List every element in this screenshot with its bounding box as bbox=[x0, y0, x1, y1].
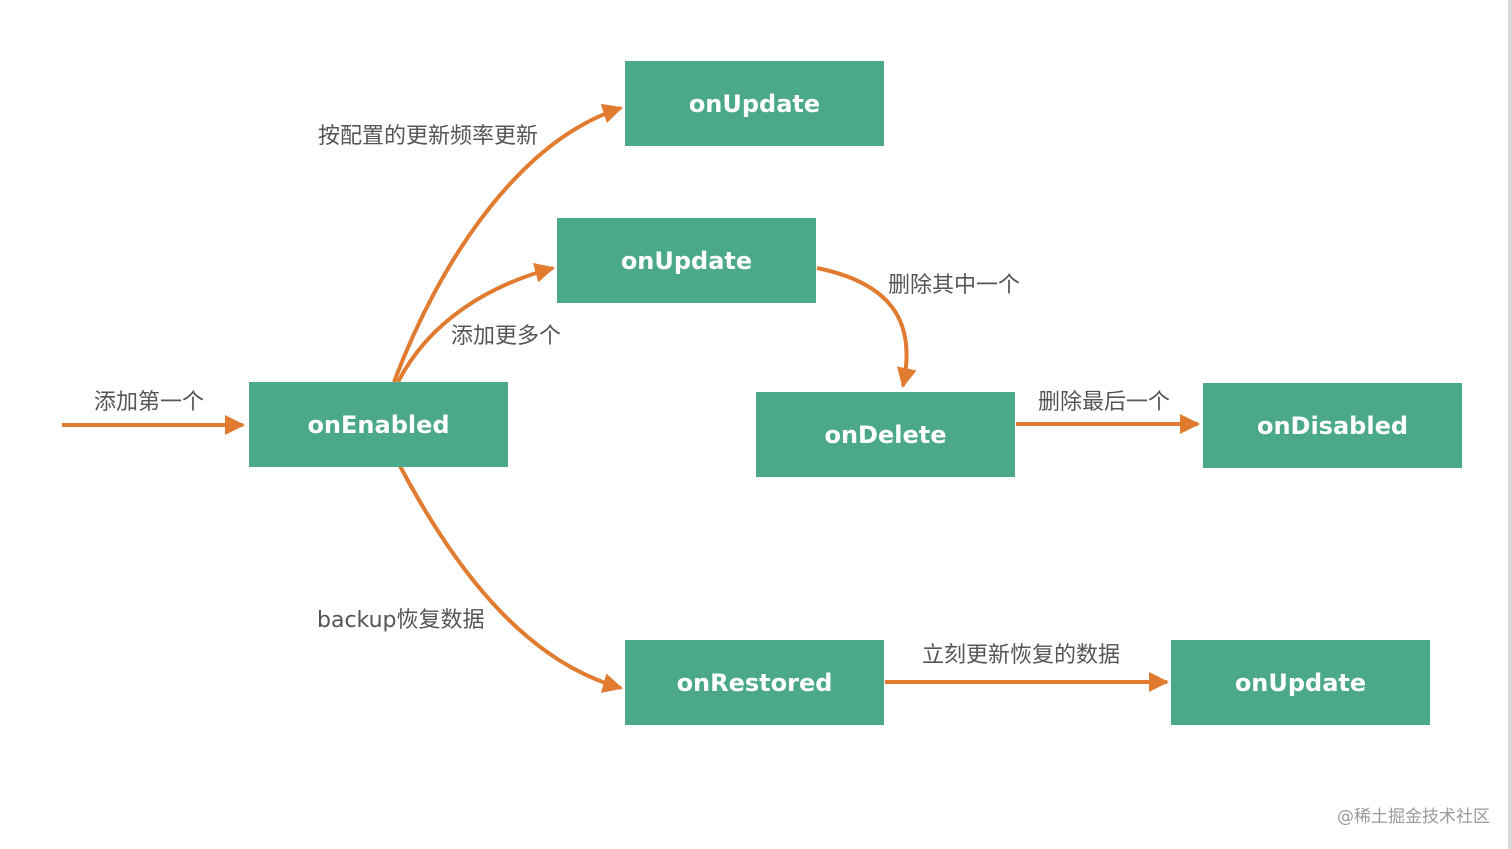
edge-label-update-restored: 立刻更新恢复的数据 bbox=[922, 643, 1121, 668]
arrow-update-by-config bbox=[392, 103, 623, 383]
node-on-update-top: onUpdate bbox=[625, 61, 884, 146]
edge-label-update-by-config: 按配置的更新频率更新 bbox=[318, 124, 539, 149]
right-edge-border bbox=[1508, 0, 1512, 849]
arrow-delete-one bbox=[816, 266, 917, 388]
node-on-disabled: onDisabled bbox=[1203, 383, 1462, 468]
edge-label-delete-one: 删除其中一个 bbox=[888, 273, 1021, 298]
arrow-backup-restore bbox=[398, 465, 623, 693]
watermark: @稀土掘金技术社区 bbox=[1337, 807, 1490, 827]
node-on-delete: onDelete bbox=[756, 392, 1015, 477]
edge-label-delete-last: 删除最后一个 bbox=[1038, 390, 1171, 415]
edge-label-add-more: 添加更多个 bbox=[451, 324, 562, 349]
node-on-update-bottom: onUpdate bbox=[1171, 640, 1430, 725]
arrow-add-more bbox=[396, 263, 555, 383]
node-on-restored: onRestored bbox=[625, 640, 884, 725]
edge-label-add-first: 添加第一个 bbox=[94, 390, 205, 415]
node-on-enabled: onEnabled bbox=[249, 382, 508, 467]
node-on-update-middle: onUpdate bbox=[557, 218, 816, 303]
edge-label-backup-restore: backup恢复数据 bbox=[317, 608, 485, 633]
